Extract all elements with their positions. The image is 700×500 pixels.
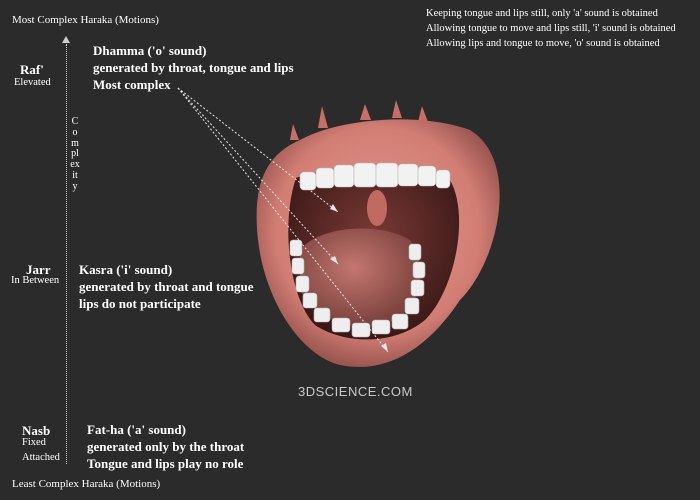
complexity-axis bbox=[66, 44, 67, 464]
case-jarr-sub: In Between bbox=[11, 275, 60, 286]
note-a-sound: Keeping tongue and lips still, only 'a' … bbox=[426, 8, 658, 19]
case-raf-name: Raf' bbox=[20, 62, 44, 77]
complexity-axis-label: Complexity bbox=[70, 116, 80, 192]
most-complex-title: Most Complex Haraka (Motions) bbox=[12, 14, 159, 26]
upper-teeth bbox=[299, 162, 451, 191]
kasra-lips-note: lips do not participate bbox=[79, 296, 201, 311]
uvula bbox=[367, 190, 387, 226]
pointer-arrowheads bbox=[330, 204, 388, 352]
kasra-title: Kasra ('i' sound) bbox=[79, 262, 173, 277]
fatha-title: Fat-ha ('a' sound) bbox=[87, 422, 186, 437]
pointer-lines bbox=[177, 87, 389, 353]
dhamma-detail: generated by throat, tongue and lips bbox=[93, 60, 294, 75]
kasra-detail: generated by throat and tongue bbox=[79, 279, 254, 294]
fatha-description: Fat-ha ('a' sound) generated only by the… bbox=[87, 421, 244, 472]
note-o-sound: Allowing lips and tongue to move, 'o' so… bbox=[426, 38, 660, 49]
case-nasb-name: Nasb bbox=[22, 423, 51, 438]
case-raf-sub: Elevated bbox=[14, 77, 51, 88]
dhamma-description: Dhamma ('o' sound) generated by throat, … bbox=[93, 42, 294, 93]
top-spikes bbox=[290, 100, 428, 140]
watermark: 3DSCIENCE.COM bbox=[298, 384, 413, 399]
notes-block: Keeping tongue and lips still, only 'a' … bbox=[426, 6, 676, 51]
dhamma-complexity: Most complex bbox=[93, 77, 171, 92]
case-nasb-sub-attached: Attached bbox=[22, 452, 60, 463]
dhamma-title: Dhamma ('o' sound) bbox=[93, 43, 207, 58]
axis-arrowhead bbox=[62, 36, 70, 43]
fatha-role-note: Tongue and lips play no role bbox=[87, 456, 244, 471]
case-jarr-name: Jarr bbox=[26, 262, 51, 277]
least-complex-title: Least Complex Haraka (Motions) bbox=[12, 478, 161, 490]
fatha-detail: generated only by the throat bbox=[87, 439, 245, 454]
kasra-description: Kasra ('i' sound) generated by throat an… bbox=[79, 261, 254, 312]
note-i-sound: Allowing tongue to move and lips still, … bbox=[426, 23, 676, 34]
tongue bbox=[300, 228, 421, 327]
case-nasb-sub-fixed: Fixed bbox=[22, 437, 46, 448]
lower-teeth bbox=[289, 239, 426, 338]
